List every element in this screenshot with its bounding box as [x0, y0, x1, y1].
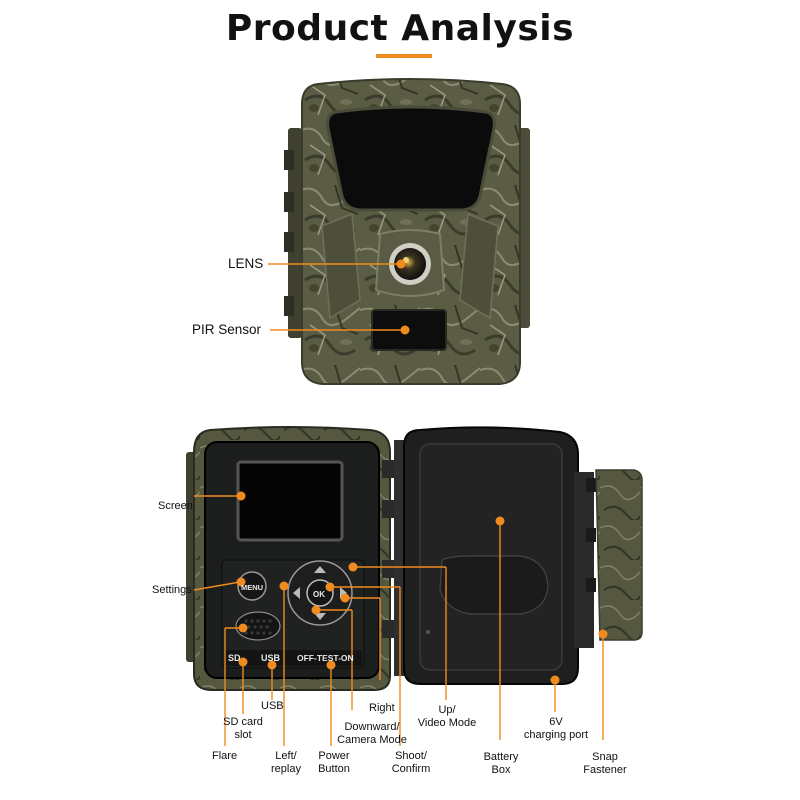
- title-underline: [376, 54, 432, 58]
- label-sd-card-slot: SD card slot: [223, 716, 263, 741]
- label-screen: Screen: [158, 500, 193, 512]
- label-left-replay: Left/ replay: [271, 750, 301, 775]
- usb-port-text: USB: [261, 653, 281, 663]
- label-settings: Settings: [152, 584, 192, 596]
- label-shoot-confirm: Shoot/ Confirm: [391, 750, 431, 775]
- label-charging-port: 6V charging port: [523, 716, 589, 741]
- callout-lines: [193, 495, 604, 746]
- sd-port-text: SD: [228, 653, 241, 663]
- label-up-video-mode: Up/ Video Mode: [417, 704, 477, 729]
- label-battery-box: Battery Box: [483, 751, 519, 776]
- ok-button-text: OK: [313, 590, 325, 599]
- open-camera: [186, 426, 643, 691]
- label-lens: LENS: [228, 256, 264, 271]
- mode-switch-text: OFF-TEST-ON: [297, 653, 354, 663]
- label-snap-fastener: Snap Fastener: [583, 751, 627, 776]
- label-right: Right: [369, 702, 395, 714]
- label-power-button: Power Button: [318, 750, 350, 775]
- label-downward-camera-mode: Downward/ Camera Mode: [337, 721, 407, 746]
- menu-button-text: MENU: [241, 583, 264, 592]
- callout-dots: [236, 491, 608, 685]
- label-pir-sensor: PIR Sensor: [192, 322, 262, 337]
- label-usb: USB: [261, 700, 284, 712]
- label-flare: Flare: [212, 750, 238, 762]
- front-camera: [268, 78, 530, 385]
- page-title: Product Analysis: [225, 8, 575, 49]
